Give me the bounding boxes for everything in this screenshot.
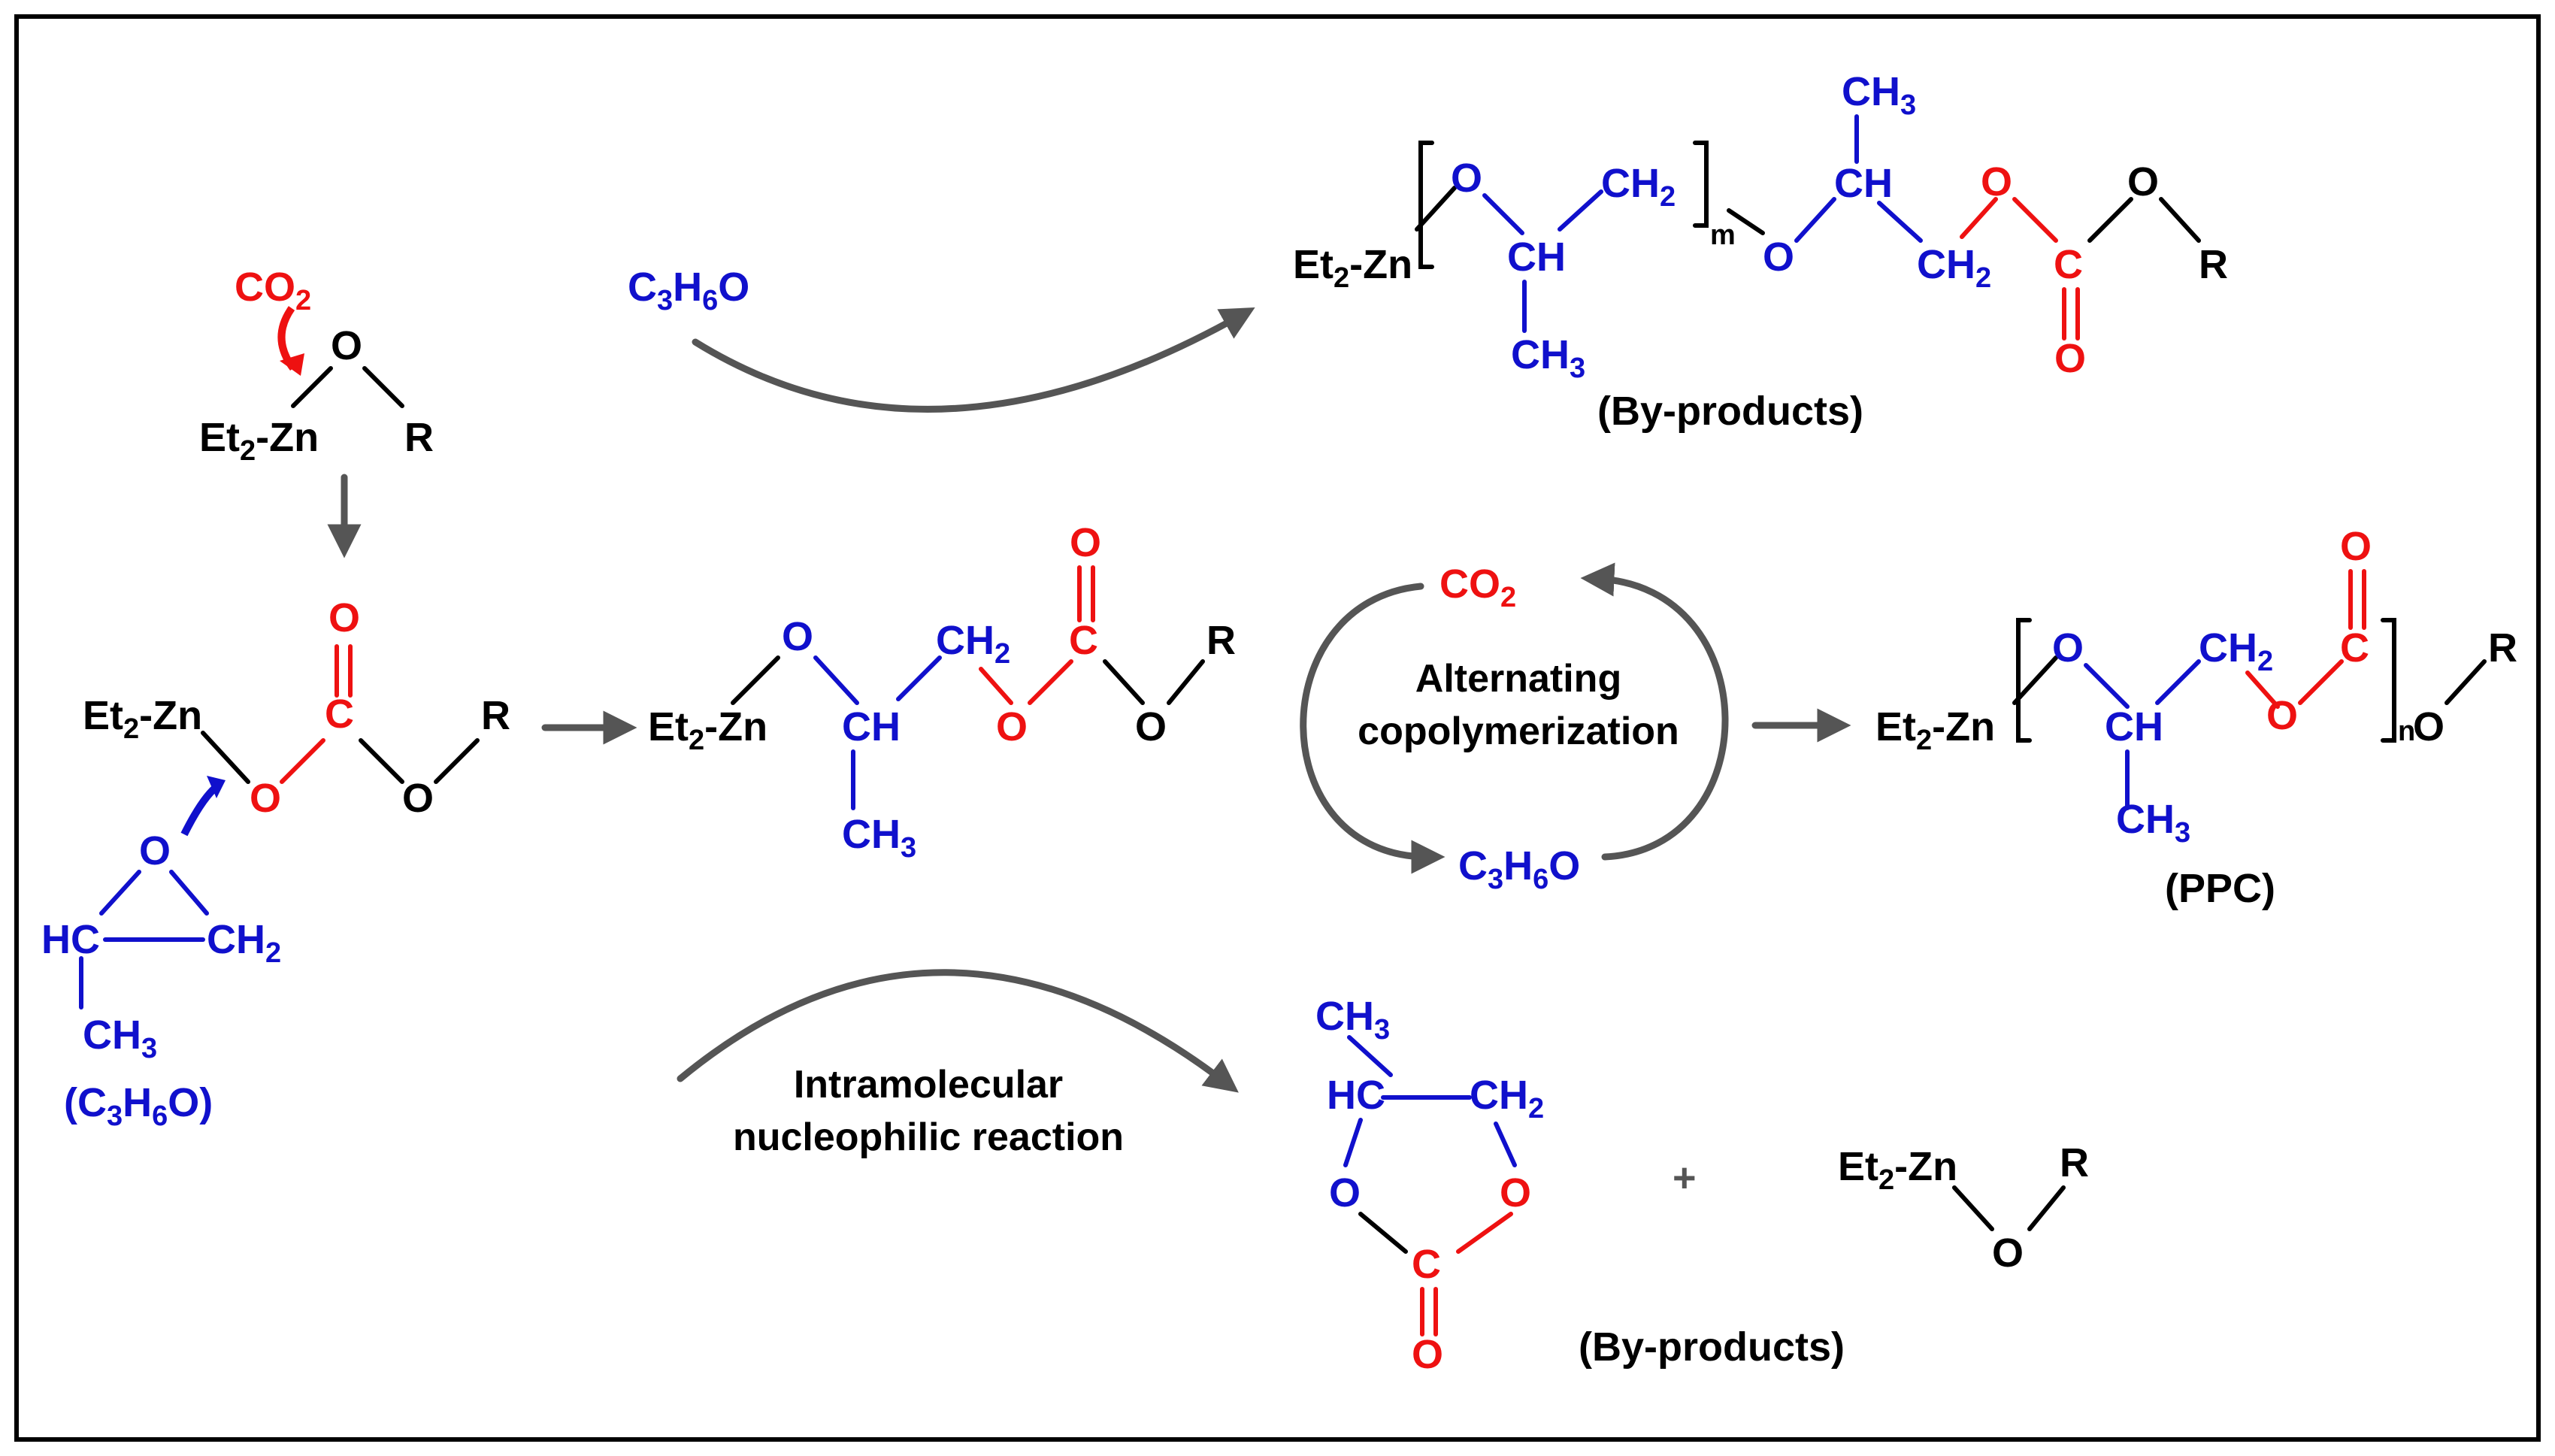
- zinc-alkoxide-regenerated: Et2-Zn R O: [1838, 1140, 2089, 1276]
- svg-text:CH3: CH3: [1511, 332, 1585, 384]
- svg-text:R: R: [481, 693, 510, 738]
- svg-text:CH: CH: [1834, 161, 1893, 206]
- svg-text:O: O: [996, 704, 1028, 749]
- svg-text:Et2-Zn: Et2-Zn: [1293, 242, 1412, 294]
- polyether-byproduct: Et2-Zn O CH CH2 CH3 m O CH CH3 CH2 O C O…: [1293, 69, 2228, 434]
- svg-text:O: O: [139, 828, 171, 873]
- cyclic-carbonate: CH3 HC CH2 O O C O: [1315, 994, 1544, 1377]
- svg-text:Et2-Zn: Et2-Zn: [1875, 704, 1995, 756]
- propylene-oxide: O HC CH2 CH3 (C3H6O): [41, 828, 281, 1132]
- svg-text:O: O: [2266, 693, 2298, 738]
- cycle-title-line1: Alternating: [1415, 657, 1621, 701]
- ring-opened-intermediate: Et2-Zn O CH CH2 CH3 O C O O R: [648, 520, 1236, 864]
- svg-text:CH2: CH2: [936, 618, 1010, 670]
- svg-text:m: m: [1710, 219, 1736, 251]
- by-products-bottom-label: (By-products): [1579, 1324, 1845, 1370]
- copolymerization-cycle: CO2 Alternating copolymerization C3H6O: [1300, 562, 1729, 895]
- svg-text:C3H6O: C3H6O: [1458, 843, 1580, 895]
- svg-text:Et2-Zn: Et2-Zn: [1838, 1144, 1957, 1196]
- svg-text:CH: CH: [1507, 235, 1566, 280]
- svg-text:CH2: CH2: [207, 917, 281, 969]
- svg-text:C: C: [325, 692, 354, 737]
- svg-text:C: C: [2340, 625, 2369, 670]
- svg-text:HC: HC: [41, 917, 100, 962]
- svg-text:O: O: [2413, 704, 2445, 749]
- svg-text:R: R: [2199, 242, 2228, 287]
- svg-text:O: O: [2127, 159, 2159, 204]
- svg-text:HC: HC: [1327, 1073, 1385, 1118]
- svg-text:O: O: [2052, 625, 2084, 670]
- svg-text:C: C: [1412, 1242, 1441, 1287]
- top-c3h6o: C3H6O: [628, 265, 749, 316]
- svg-text:O: O: [1070, 520, 1101, 565]
- svg-text:CH3: CH3: [1842, 69, 1916, 121]
- svg-text:O: O: [1981, 159, 2012, 204]
- svg-text:CO2: CO2: [235, 265, 311, 316]
- intramolecular-line1: Intramolecular: [794, 1063, 1063, 1106]
- svg-text:CH2: CH2: [2199, 625, 2273, 677]
- top-arrow: [692, 307, 1255, 413]
- svg-text:O: O: [250, 776, 281, 821]
- svg-text:R: R: [2488, 625, 2517, 670]
- svg-text:CH3: CH3: [1315, 994, 1390, 1046]
- ppc-polymer: Et2-Zn O CH CH2 CH3 O C O n O R (PPC): [1875, 524, 2517, 911]
- svg-text:CH2: CH2: [1601, 161, 1676, 213]
- svg-text:O: O: [782, 614, 813, 659]
- svg-text:n: n: [2398, 716, 2415, 747]
- svg-text:R: R: [1206, 618, 1236, 663]
- svg-text:CH3: CH3: [2116, 797, 2190, 849]
- svg-text:O: O: [1992, 1230, 2024, 1276]
- svg-text:O: O: [1412, 1332, 1443, 1377]
- zinc-carbonate-intermediate: Et2-Zn O C O O R: [83, 595, 510, 837]
- svg-text:O: O: [1329, 1170, 1361, 1215]
- cycle-title-line2: copolymerization: [1358, 710, 1679, 753]
- svg-text:O: O: [1451, 156, 1482, 201]
- svg-text:Et2-Zn: Et2-Zn: [199, 415, 319, 467]
- svg-text:CH: CH: [842, 704, 901, 749]
- co2-label: CO: [235, 265, 295, 310]
- svg-text:CH3: CH3: [842, 812, 916, 864]
- svg-text:Et2-Zn: Et2-Zn: [83, 693, 202, 745]
- figure-border: [14, 14, 2541, 1442]
- bottom-arrow: [677, 969, 1239, 1093]
- svg-text:Et2-Zn: Et2-Zn: [648, 704, 767, 756]
- svg-text:O: O: [2340, 524, 2372, 569]
- svg-text:O: O: [1500, 1170, 1531, 1215]
- svg-text:C: C: [1069, 618, 1098, 663]
- svg-text:CH3: CH3: [83, 1013, 157, 1064]
- svg-text:CH2: CH2: [1470, 1073, 1544, 1125]
- by-products-top-label: (By-products): [1597, 389, 1863, 434]
- svg-text:O: O: [402, 776, 434, 821]
- svg-text:O: O: [2054, 336, 2086, 381]
- zinc-alkoxide-start: CO2 O Et2-Zn R: [199, 265, 434, 467]
- ppc-label: (PPC): [2165, 866, 2275, 911]
- r-group: R: [404, 415, 434, 460]
- svg-text:R: R: [2060, 1140, 2089, 1185]
- svg-text:O: O: [1135, 704, 1167, 749]
- svg-text:CH: CH: [2105, 704, 2163, 749]
- svg-text:(C3H6O): (C3H6O): [64, 1080, 213, 1132]
- svg-text:O: O: [1763, 235, 1794, 280]
- oxygen-atom: O: [331, 323, 362, 368]
- plus-sign: +: [1673, 1155, 1697, 1200]
- svg-text:C: C: [2054, 242, 2083, 287]
- svg-text:CO2: CO2: [1439, 562, 1516, 613]
- svg-text:O: O: [328, 595, 360, 640]
- svg-text:CH2: CH2: [1917, 242, 1991, 294]
- intramolecular-line2: nucleophilic reaction: [733, 1115, 1124, 1159]
